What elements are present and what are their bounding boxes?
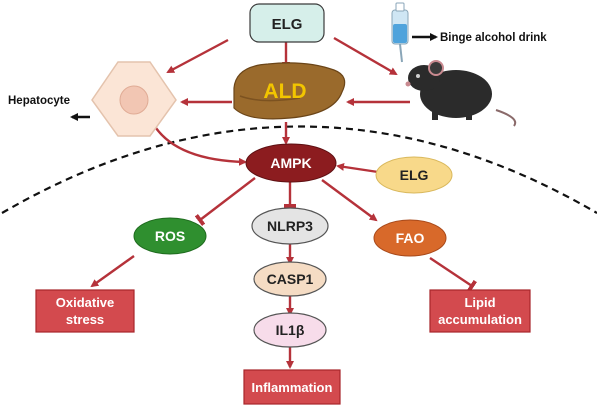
connectors: [90, 36, 477, 369]
drink-bottle-icon: [391, 2, 409, 63]
inflammation-label: Inflammation: [252, 380, 333, 395]
nlrp3-label: NLRP3: [267, 218, 313, 234]
arrow-elg-to-mouse: [333, 36, 398, 76]
arrow-elg-to-hepatocyte: [166, 38, 229, 74]
casp1-node: CASP1: [253, 261, 327, 297]
membrane-dashed-arc: [1, 125, 597, 214]
ampk-node: AMPK: [245, 143, 337, 183]
ald-label: ALD: [263, 80, 306, 103]
oxidative-stress-box: Oxidative stress: [35, 289, 135, 333]
lipid-line2: accumulation: [438, 312, 522, 327]
ros-node: ROS: [133, 217, 207, 255]
lipid-line1: Lipid: [464, 295, 495, 310]
hepatocyte-cell-icon: [91, 61, 177, 137]
mouse-icon: [405, 60, 517, 127]
inhibit-ampk-ros: [194, 177, 256, 226]
ros-label: ROS: [155, 228, 185, 244]
inflammation-box: Inflammation: [243, 369, 341, 405]
arrow-ros-to-oxidative: [90, 255, 135, 288]
arrow-ampk-to-fao: [321, 179, 378, 222]
fao-label: FAO: [396, 230, 425, 246]
nlrp3-node: NLRP3: [251, 207, 329, 245]
il1b-node: IL1β: [253, 312, 327, 348]
il1b-label: IL1β: [276, 322, 305, 338]
casp1-label: CASP1: [267, 271, 314, 287]
inhibit-fao-lipid: [429, 257, 477, 293]
binge-label: Binge alcohol drink: [440, 32, 547, 44]
elg-right-node: ELG: [375, 156, 453, 194]
liver-icon: [233, 62, 346, 120]
oxidative-line2: stress: [66, 312, 104, 327]
arrow-hepatocyte-to-ampk: [148, 117, 247, 166]
ampk-label: AMPK: [270, 155, 311, 171]
hepatocyte-label: Hepatocyte: [8, 95, 70, 107]
elg-top-label: ELG: [272, 16, 303, 33]
fao-node: FAO: [373, 219, 447, 257]
arrow-elg-to-ampk: [336, 162, 379, 174]
lipid-accumulation-box: Lipid accumulation: [429, 289, 531, 333]
elg-right-label: ELG: [400, 167, 429, 183]
elg-top-node: ELG: [249, 3, 325, 43]
oxidative-line1: Oxidative: [56, 295, 115, 310]
